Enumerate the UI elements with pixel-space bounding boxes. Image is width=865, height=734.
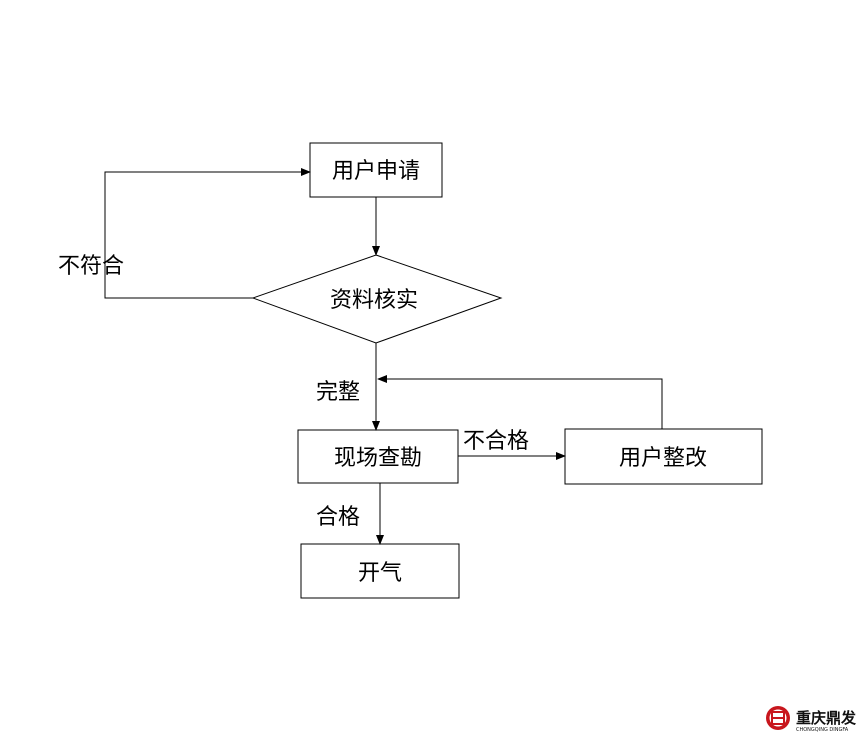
edge-label-complete: 完整 [316,380,360,405]
node-survey-label: 现场查勘 [334,446,422,471]
node-rectify: 用户整改 [564,428,763,485]
node-gas-on: 开气 [300,543,460,599]
node-apply: 用户申请 [309,142,443,198]
logo-name: 重庆鼎发 [796,709,857,727]
logo-subtitle: CHONGQING DINGFA [796,727,849,733]
node-gas-on-label: 开气 [358,561,402,586]
node-verify: 资料核实 [251,254,503,344]
edge-label-qualified: 合格 [316,505,360,530]
logo: 重庆鼎发 CHONGQING DINGFA [766,706,857,733]
arrow-verify-back-to-apply [104,168,311,299]
edge-label-unqualified: 不合格 [463,429,529,454]
node-apply-label: 用户申请 [332,159,420,184]
node-verify-label: 资料核实 [330,288,418,313]
node-rectify-label: 用户整改 [619,446,707,471]
arrow-rectify-back [377,375,663,429]
edge-label-not-compliant: 不符合 [58,254,124,279]
node-survey: 现场查勘 [297,429,459,484]
